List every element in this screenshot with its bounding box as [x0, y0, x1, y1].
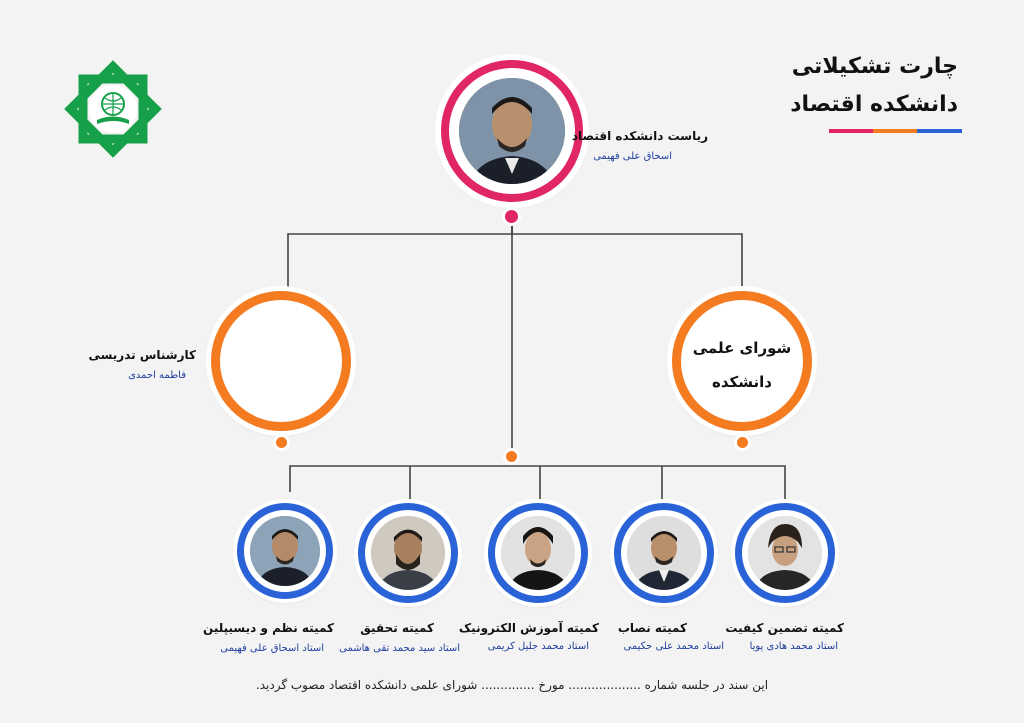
committee-3-role: کمیته آموزش الکترونیک	[458, 621, 599, 635]
committee-3-person: استاد محمد جلیل کریمی	[487, 641, 589, 652]
head-person: اسحاق علی فهیمی	[593, 151, 672, 162]
committee-4-role: کمیته تحقیق	[360, 621, 434, 635]
council-line1: شورای علمی	[692, 339, 792, 357]
university-logo	[62, 58, 164, 160]
title-underline	[829, 129, 962, 133]
committee-2-person: استاد محمد علی حکیمی	[623, 641, 724, 652]
title-line1: چارت تشکیلاتی	[791, 54, 958, 79]
committee-1-frame	[735, 503, 835, 603]
committee-5-person: استاد اسحاق علی فهیمی	[220, 643, 324, 654]
committee-1-photo	[748, 516, 822, 590]
committee-4-frame	[358, 503, 458, 603]
expert-role: کارشناس تدریسی	[88, 348, 196, 362]
committee-5-role: کمیته نظم و دیسیپلین	[203, 621, 334, 635]
committee-2-photo	[627, 516, 701, 590]
head-connector-dot	[505, 210, 518, 223]
title-line2: دانشکده اقتصاد	[790, 92, 958, 117]
committee-4-photo	[371, 516, 445, 590]
committee-5-frame	[237, 503, 333, 599]
committee-4-person: استاد سید محمد تقی هاشمی	[339, 643, 460, 654]
council-frame: شورای علمی دانشکده	[672, 291, 812, 431]
committee-1-person: استاد محمد هادی پویا	[749, 641, 838, 652]
committee-3-photo	[501, 516, 575, 590]
expert-person: فاطمه احمدی	[128, 370, 186, 381]
committee-2-frame	[614, 503, 714, 603]
expert-connector-dot	[276, 437, 287, 448]
head-photo-frame	[441, 60, 583, 202]
committee-1-role: کمیته تضمین کیفیت	[725, 621, 844, 635]
committee-3-frame	[488, 503, 588, 603]
council-connector-dot	[737, 437, 748, 448]
head-photo	[459, 78, 565, 184]
council-line2: دانشکده	[712, 373, 772, 391]
committee-5-photo	[250, 516, 320, 586]
approval-note: این سند در جلسه شماره ..................…	[255, 678, 769, 692]
expert-photo-frame	[211, 291, 351, 431]
head-role: ریاست دانشکده اقتصاد	[571, 129, 708, 143]
committee-2-role: کمیته نصاب	[617, 621, 687, 635]
branch-dot	[506, 451, 517, 462]
